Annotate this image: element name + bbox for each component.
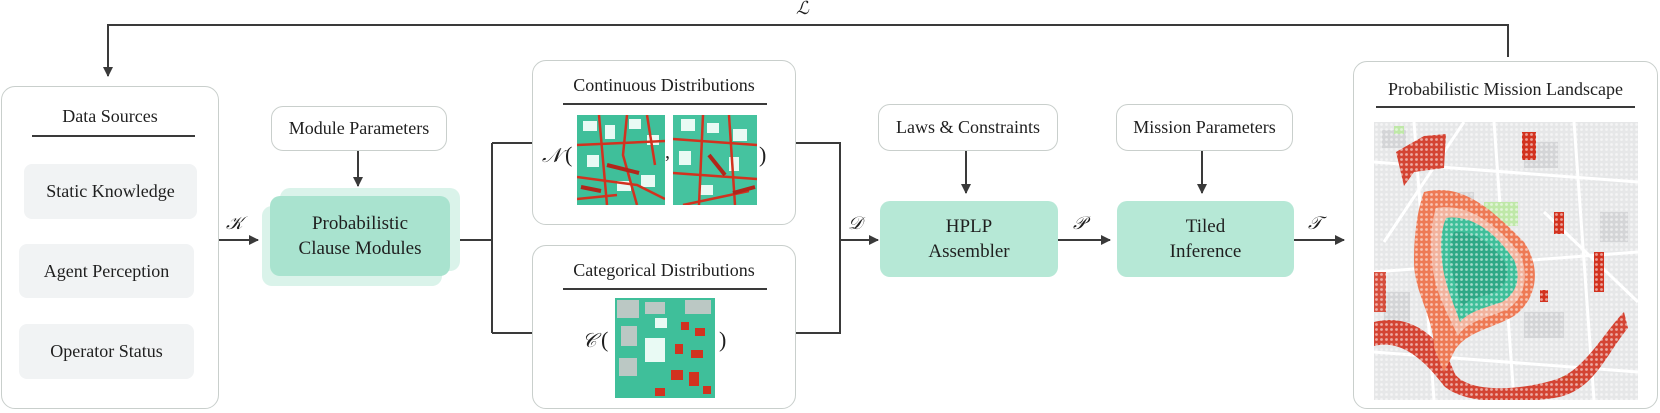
continuous-title: Continuous Distributions (573, 75, 755, 95)
categorical-symbol: 𝒞 (582, 328, 597, 352)
edge-k-label: 𝒦 (226, 213, 243, 234)
laws-constraints-node: Laws & Constraints (878, 104, 1058, 151)
split-connector (453, 142, 532, 334)
tiled-inference-node: Tiled Inference (1117, 201, 1294, 277)
clause-modules-line1: Probabilistic (311, 213, 409, 234)
merge-connector (796, 142, 841, 334)
feedback-arrow (103, 24, 1509, 77)
edge-t-label: 𝒯 (1308, 213, 1322, 234)
open-paren: ( (565, 142, 573, 167)
continuous-map-1 (577, 115, 665, 205)
clause-modules-line2: Clause Modules (298, 238, 422, 259)
data-sources-title: Data Sources (62, 106, 158, 126)
categorical-title: Categorical Distributions (573, 260, 755, 280)
landscape-title: Probabilistic Mission Landscape (1388, 79, 1623, 99)
agent-perception-node: Agent Perception (19, 244, 194, 298)
comma: , (665, 141, 670, 163)
title-rule (563, 103, 767, 105)
title-rule (563, 288, 767, 290)
close-paren: ) (719, 327, 727, 352)
static-knowledge-node: Static Knowledge (24, 164, 197, 219)
mission-landscape-map (1374, 122, 1638, 400)
edge-p-label: 𝒫 (1073, 213, 1086, 234)
assembler-line1: HPLP (945, 216, 993, 237)
hplp-assembler-node: HPLP Assembler (880, 201, 1058, 277)
data-sources-panel: Data Sources Static Knowledge Agent Perc… (1, 86, 219, 409)
loss-label: ℒ (796, 0, 809, 19)
continuous-map-2 (673, 115, 757, 205)
inference-line2: Inference (1169, 241, 1242, 262)
inference-line1: Tiled (1185, 216, 1226, 237)
operator-status-node: Operator Status (19, 324, 194, 379)
normal-symbol: 𝒩 (542, 143, 562, 167)
continuous-distributions-panel: Continuous Distributions 𝒩 ( , ) (532, 60, 796, 225)
categorical-map (615, 298, 715, 398)
mission-landscape-panel: Probabilistic Mission Landscape (1353, 61, 1658, 409)
edge-d-label: 𝒟 (848, 213, 863, 234)
title-rule (32, 135, 195, 137)
title-rule (1376, 106, 1635, 108)
close-paren: ) (759, 142, 767, 167)
clause-modules-node: Probabilistic Clause Modules (270, 196, 450, 276)
assembler-line2: Assembler (928, 241, 1010, 262)
open-paren: ( (601, 327, 609, 352)
mission-parameters-node: Mission Parameters (1116, 104, 1293, 151)
categorical-distributions-panel: Categorical Distributions 𝒞 ( ) (532, 245, 796, 409)
clause-modules-stack: Probabilistic Clause Modules (262, 186, 462, 286)
module-parameters-node: Module Parameters (271, 106, 447, 151)
